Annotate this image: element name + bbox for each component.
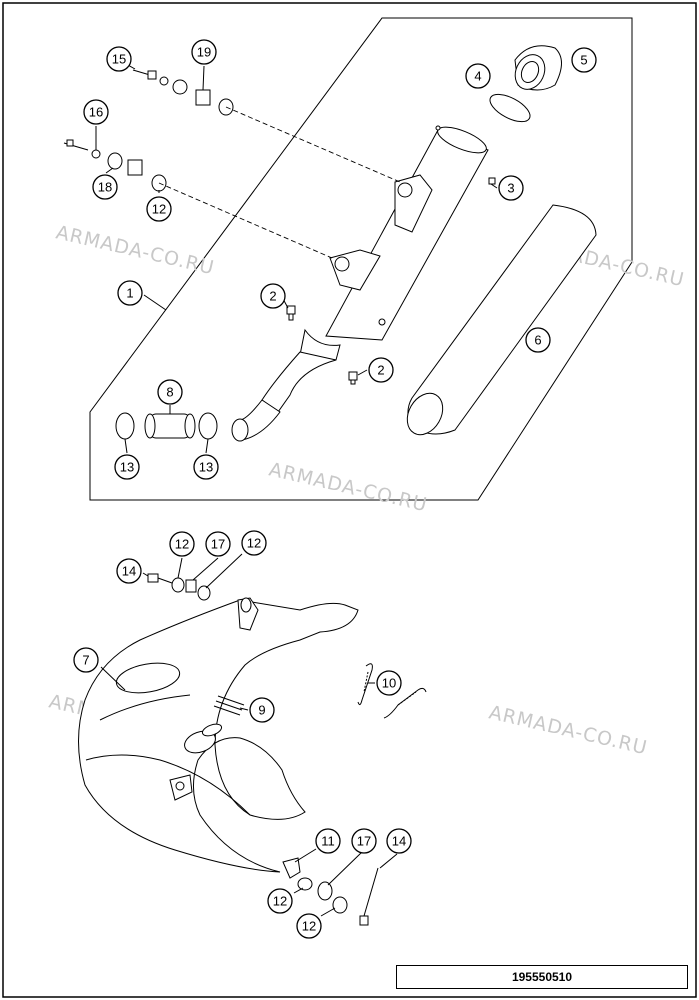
lower-fastener-stack	[63, 139, 333, 259]
callout-16: 16	[83, 99, 109, 125]
svg-text:17: 17	[357, 834, 371, 849]
sealing-ring-13a	[115, 412, 135, 440]
callout-8: 8	[157, 379, 183, 405]
svg-text:7: 7	[82, 653, 89, 668]
callout-17: 17	[205, 531, 231, 557]
callout-2: 2	[260, 283, 286, 309]
svg-text:12: 12	[302, 919, 316, 934]
callout-12: 12	[296, 913, 322, 939]
svg-text:14: 14	[122, 564, 136, 579]
callout-6: 6	[525, 327, 551, 353]
document-number: 195550510	[396, 965, 688, 989]
callout-14: 14	[386, 828, 412, 854]
watermark: ARMADA-CO.RU	[54, 221, 217, 279]
svg-text:3: 3	[507, 181, 514, 196]
watermark: ARMADA-CO.RU	[487, 701, 650, 759]
callout-17: 17	[351, 828, 377, 854]
svg-text:2: 2	[377, 363, 384, 378]
manifold-upper-fasteners	[147, 573, 211, 601]
end-cap	[514, 45, 562, 91]
svg-text:12: 12	[273, 894, 287, 909]
leader-lines	[95, 59, 498, 917]
svg-text:18: 18	[98, 180, 112, 195]
svg-text:9: 9	[258, 703, 265, 718]
svg-text:15: 15	[112, 52, 126, 67]
svg-text:8: 8	[166, 385, 173, 400]
svg-text:12: 12	[247, 536, 261, 551]
svg-text:19: 19	[197, 45, 211, 60]
callout-3: 3	[498, 175, 524, 201]
svg-text:13: 13	[199, 460, 213, 475]
silencer-packing	[406, 204, 597, 436]
svg-text:13: 13	[120, 460, 134, 475]
callout-4: 4	[465, 63, 491, 89]
svg-text:4: 4	[474, 69, 481, 84]
svg-text:5: 5	[580, 53, 587, 68]
callout-1: 1	[117, 280, 143, 306]
callout-9: 9	[249, 697, 275, 723]
screw-2-upper	[286, 305, 296, 321]
connecting-sleeve	[144, 413, 196, 439]
svg-text:17: 17	[211, 537, 225, 552]
upper-fastener-stack	[132, 69, 401, 183]
svg-text:1: 1	[126, 286, 133, 301]
svg-text:6: 6	[534, 333, 541, 348]
svg-text:11: 11	[321, 834, 335, 849]
svg-text:16: 16	[89, 105, 103, 120]
callout-13: 13	[193, 454, 219, 480]
silencer-body	[231, 125, 489, 442]
screw-2-lower	[348, 371, 358, 385]
callout-10: 10	[376, 670, 402, 696]
svg-text:10: 10	[382, 676, 396, 691]
springs-10	[357, 663, 427, 719]
callout-13: 13	[114, 454, 140, 480]
callout-12: 12	[241, 530, 267, 556]
seal-rings-9	[213, 695, 245, 716]
callout-2: 2	[368, 357, 394, 383]
callout-12: 12	[169, 531, 195, 557]
callout-5: 5	[571, 47, 597, 73]
silencer-group-outline	[89, 17, 633, 501]
screw-3	[488, 177, 496, 185]
callout-12: 12	[267, 888, 293, 914]
callout-12: 12	[146, 196, 172, 222]
callout-11: 11	[315, 828, 341, 854]
manifold-lower-fasteners	[282, 857, 379, 926]
callout-19: 19	[191, 39, 217, 65]
exhaust-pipe	[78, 597, 359, 873]
svg-text:2: 2	[269, 289, 276, 304]
callout-14: 14	[116, 558, 142, 584]
callout-15: 15	[106, 46, 132, 72]
o-ring	[489, 93, 531, 123]
svg-text:12: 12	[175, 537, 189, 552]
watermark: ARMADA-CO.RU	[267, 458, 430, 516]
callout-7: 7	[73, 647, 99, 673]
sealing-ring-13b	[198, 412, 218, 440]
callout-18: 18	[92, 174, 118, 200]
svg-text:12: 12	[152, 202, 166, 217]
svg-text:14: 14	[392, 834, 406, 849]
